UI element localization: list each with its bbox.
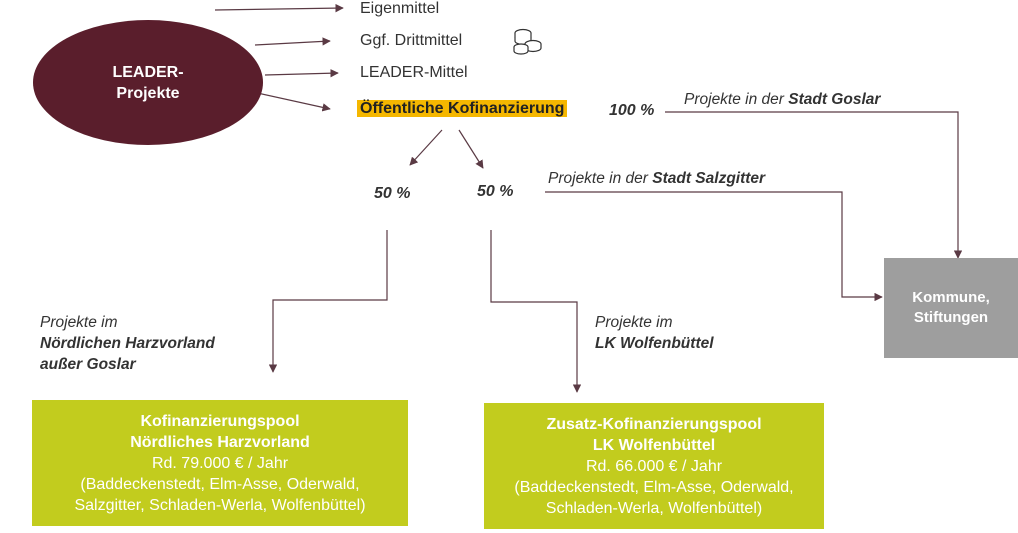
percent-goslar: 100 % [609, 102, 655, 119]
pool-left-detail2: Salzgitter, Schladen-Werla, Wolfenbüttel… [74, 496, 366, 514]
arrow-goslar [665, 111, 963, 259]
label-eigenmittel: Eigenmittel [360, 0, 440, 17]
ellipse-line1: LEADER- [112, 63, 184, 81]
pool-right-detail1: (Baddeckenstedt, Elm-Asse, Oderwald, [514, 478, 794, 496]
pool-wolfenbuettel-box: Zusatz-Kofinanzierungspool LK Wolfenbütt… [484, 403, 824, 529]
coins-icon [513, 28, 542, 55]
pool-left-detail1: (Baddeckenstedt, Elm-Asse, Oderwald, [80, 475, 360, 493]
arrow-eigenmittel [214, 3, 344, 13]
pool-right-title2: LK Wolfenbüttel [592, 436, 716, 454]
label-goslar: Projekte in der Stadt Goslar [684, 91, 881, 108]
label-kofinanzierung: Öffentliche Kofinanzierung [357, 100, 568, 117]
percent-left: 50 % [374, 185, 411, 202]
pool-right-detail2: Schladen-Werla, Wolfenbüttel) [545, 499, 763, 517]
leader-projekte-ellipse: LEADER- Projekte [33, 20, 263, 145]
kommune-stiftungen-box: Kommune, Stiftungen [884, 258, 1018, 358]
arrow-split-left [409, 129, 443, 166]
arrow-drittmittel [254, 37, 331, 46]
ellipse-line2: Projekte [116, 84, 180, 102]
percent-right: 50 % [477, 183, 514, 200]
pool-left-title2: Nördliches Harzvorland [130, 433, 310, 451]
pool-right-title1: Zusatz-Kofinanzierungspool [546, 415, 762, 433]
label-leader-mittel: LEADER-Mittel [360, 64, 468, 81]
label-salzgitter: Projekte in der Stadt Salzgitter [548, 170, 766, 187]
label-drittmittel: Ggf. Drittmittel [360, 32, 463, 49]
label-harzvorland: Projekte im Nördlichen Harzvorland außer… [40, 314, 215, 373]
label-kofinanzierung-wrap: Öffentliche Kofinanzierung [357, 100, 568, 118]
label-wolfenbuettel: Projekte im LK Wolfenbüttel [595, 314, 714, 352]
pool-left-amount: Rd. 79.000 € / Jahr [151, 454, 289, 472]
pool-left-title1: Kofinanzierungspool [140, 412, 300, 430]
arrow-split-right [458, 129, 484, 169]
arrow-harzvorland [268, 230, 388, 373]
pool-right-amount: Rd. 66.000 € / Jahr [585, 457, 723, 475]
arrow-wolfenbuettel [490, 230, 582, 393]
pool-harzvorland-box: Kofinanzierungspool Nördliches Harzvorla… [32, 400, 408, 526]
arrow-salzgitter [545, 191, 883, 302]
arrow-leader-mittel [264, 69, 339, 78]
